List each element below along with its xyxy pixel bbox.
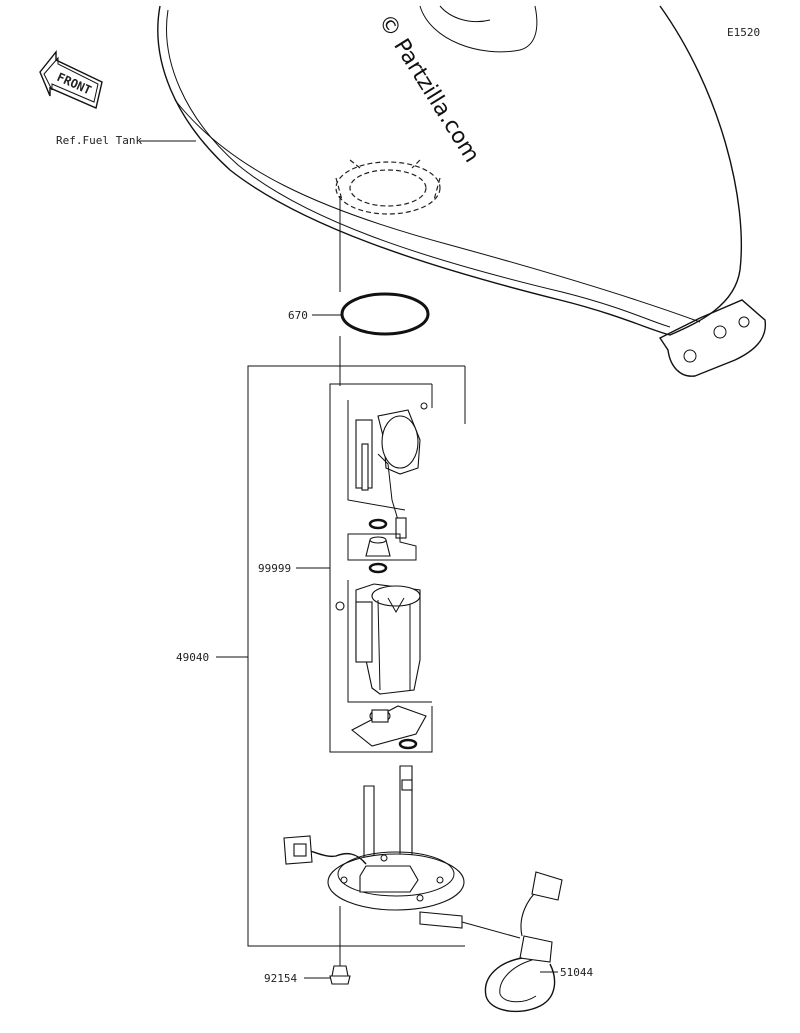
callout-bolt: 92154 (264, 972, 297, 985)
fuel-pump (335, 580, 432, 703)
small-o-ring-3 (398, 738, 418, 750)
bolt-icon (329, 906, 351, 985)
fuel-hose (484, 871, 563, 1013)
o-ring (340, 292, 430, 336)
fuel-tank (157, 5, 766, 377)
small-o-ring-2 (368, 562, 388, 574)
watermark: © Partzilla.com (373, 10, 484, 167)
small-o-ring-1 (368, 518, 388, 530)
callout-pump-assy: 49040 (176, 651, 209, 664)
front-arrow-icon: FRONT (39, 50, 103, 109)
pump-flange (283, 765, 521, 939)
callout-pump-parts: 99999 (258, 562, 291, 575)
callout-hose: 51044 (560, 966, 593, 979)
pressure-regulator (347, 400, 428, 541)
callout-o-ring: 670 (288, 309, 308, 322)
screw-icon (335, 601, 345, 611)
joint-piece (347, 533, 417, 561)
fuel-filter (350, 705, 427, 747)
diagram-code: E1520 (727, 26, 760, 39)
callout-fuel-tank: Ref.Fuel Tank (56, 134, 142, 147)
